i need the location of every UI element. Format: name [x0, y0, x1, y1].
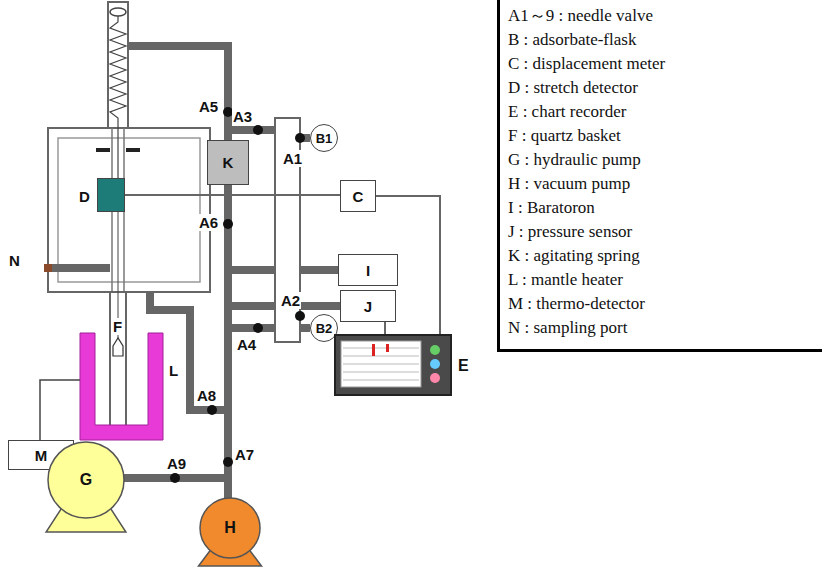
- valve: [223, 219, 233, 229]
- valve: [253, 125, 263, 135]
- callout-letter: A8: [196, 387, 217, 404]
- label-text: G : hydraulic pump: [508, 148, 816, 172]
- callout-letter: F: [112, 318, 123, 335]
- valve: [295, 311, 305, 321]
- valve: [295, 133, 305, 143]
- valve: [223, 457, 233, 467]
- label-text: B1: [316, 132, 333, 145]
- label-text: I: [366, 263, 370, 278]
- label-text: A1～9 : needle valve: [508, 4, 816, 28]
- hook: [110, 8, 126, 16]
- label-text: E: [458, 358, 469, 374]
- label-text: C: [353, 189, 364, 204]
- callout-letter: A6: [198, 214, 219, 231]
- sampling-port: [44, 264, 52, 272]
- label-text: L : mantle heater: [508, 268, 816, 292]
- recorder-drawing: [334, 334, 452, 398]
- chart-grid: [343, 372, 419, 373]
- label-text: E : chart recorder: [508, 100, 816, 124]
- label-text: H : vacuum pump: [508, 172, 816, 196]
- label-text: B : adsorbate-flask: [508, 28, 816, 52]
- displacement-meter: C: [340, 180, 376, 212]
- recorder-case: [335, 335, 451, 395]
- label-text: K : agitating spring: [508, 244, 816, 268]
- housing-inner: [58, 138, 200, 282]
- chart-grid: [343, 364, 419, 365]
- adsorbate-flask: B1: [310, 124, 338, 152]
- stretch-detector: D: [97, 178, 125, 212]
- label-text: C : displacement meter: [508, 52, 816, 76]
- baratoron-box: I: [338, 254, 398, 286]
- valve: [170, 473, 180, 483]
- label-text: D : stretch detector: [508, 76, 816, 100]
- label-text: J: [364, 299, 372, 314]
- callout-letter: A1: [282, 150, 303, 167]
- label-text: M : thermo-detector: [508, 292, 816, 316]
- label-text: G: [44, 472, 128, 488]
- chart-paper: [341, 341, 421, 387]
- pipework: [52, 46, 340, 500]
- pen-mark: [372, 344, 375, 356]
- key-box: A1～9 : needle valveB : adsorbate-flaskC …: [497, 0, 822, 352]
- callout-letter: N: [8, 252, 21, 269]
- housing-clamp: [126, 148, 140, 152]
- signal-line: [125, 194, 340, 196]
- chart-grid: [343, 348, 419, 349]
- callout-letter: A5: [198, 98, 219, 115]
- callout-letter: A2: [280, 292, 301, 309]
- label-text: F : quartz basket: [508, 124, 816, 148]
- label-text: J : pressure sensor: [508, 220, 816, 244]
- hydraulic-pump: G: [44, 440, 128, 534]
- signal-line: [384, 322, 386, 334]
- indicator-lamp: [430, 345, 440, 355]
- pressure-sensor-box: J: [340, 290, 396, 322]
- adsorbate-flask: B2: [310, 314, 338, 342]
- callout-letter: A3: [232, 108, 253, 125]
- pipe-bore: [52, 46, 340, 500]
- label-text: B2: [316, 322, 333, 335]
- thermo-wire: [40, 380, 80, 440]
- chart-recorder: E: [334, 334, 474, 398]
- label-text: K: [223, 155, 234, 170]
- chart-grid: [343, 356, 419, 357]
- label-text: H: [196, 520, 264, 536]
- quartz-basket: [113, 338, 123, 356]
- valve: [253, 323, 263, 333]
- indicator-lamp: [430, 359, 440, 369]
- callout-letter: L: [168, 362, 179, 379]
- label-text: N : sampling port: [508, 316, 816, 340]
- valves: [170, 107, 305, 483]
- pen-mark: [386, 344, 389, 352]
- indicator-lamp: [430, 373, 440, 383]
- agitating-spring-box: K: [207, 140, 249, 185]
- callout-letter: A4: [236, 336, 257, 353]
- housing-clamp: [96, 148, 110, 152]
- chart-grid: [343, 380, 419, 381]
- vacuum-pump: H: [196, 496, 264, 568]
- label-text: M: [35, 448, 48, 463]
- valve: [207, 405, 217, 415]
- label-text: D: [79, 189, 90, 204]
- mantle-heater: [80, 333, 163, 440]
- callout-letter: A7: [234, 446, 255, 463]
- callout-letter: A9: [166, 455, 187, 472]
- label-text: I : Baratoron: [508, 196, 816, 220]
